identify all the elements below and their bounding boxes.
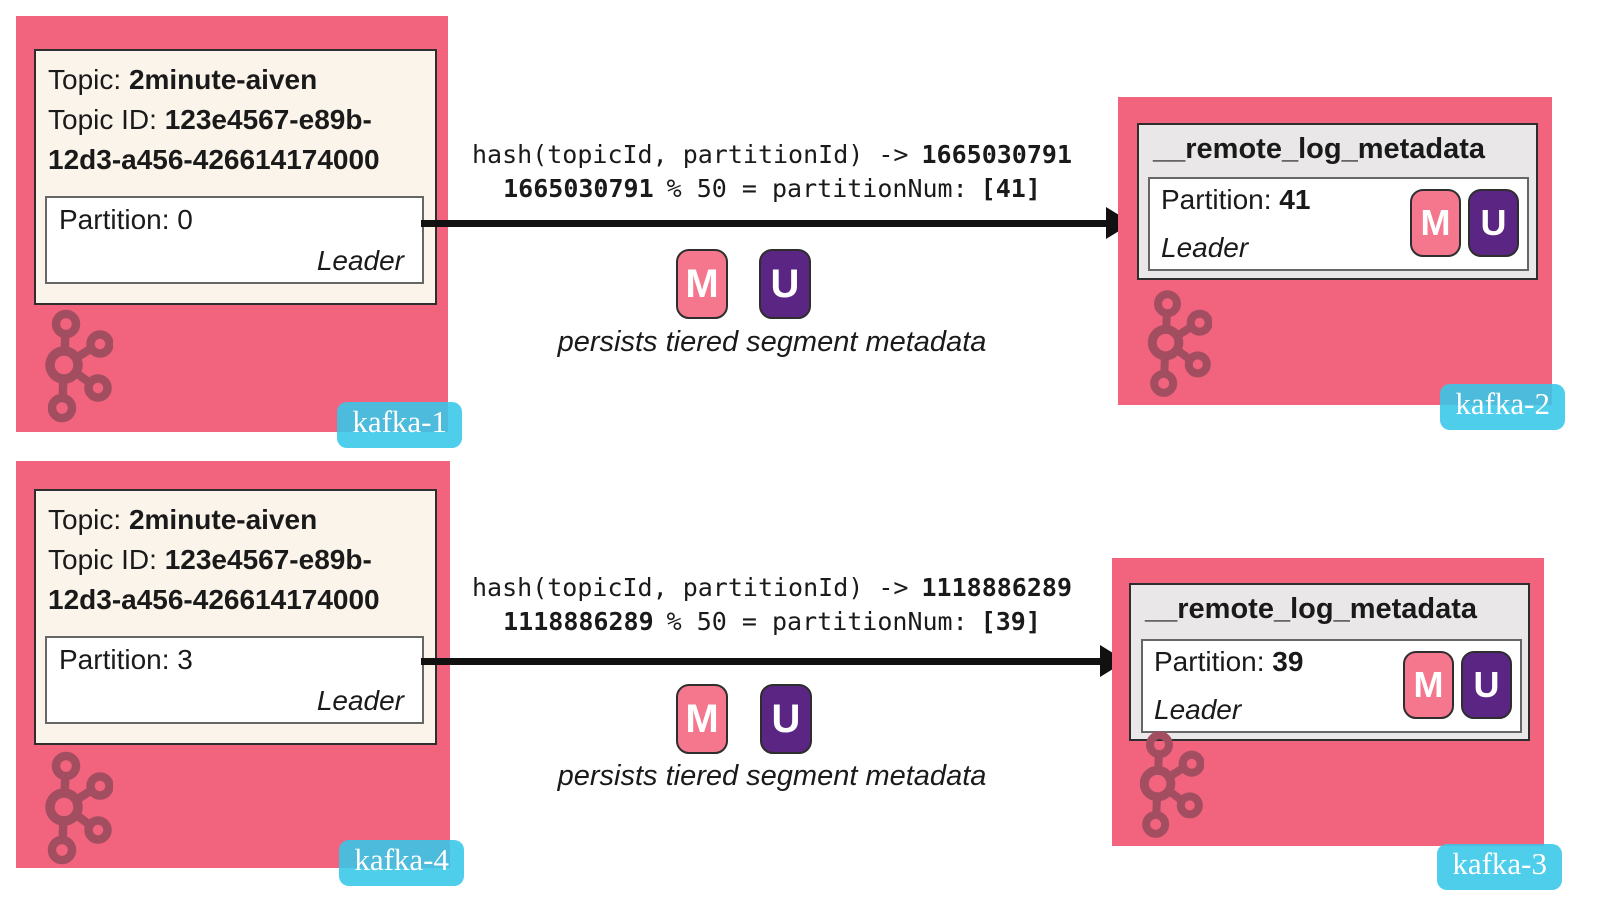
broker-name-badge: kafka-4 <box>339 840 464 886</box>
metadata-partition-box: Partition: 39 Leader M U <box>1141 639 1522 733</box>
kafka-logo-icon <box>45 751 113 865</box>
role-label: Leader <box>316 245 404 276</box>
partition-label: Partition: <box>1154 646 1265 677</box>
broker-kafka-3: __remote_log_metadata Partition: 39 Lead… <box>1112 558 1562 890</box>
partition-label: Partition: <box>59 644 170 675</box>
role-label: Leader <box>1154 694 1242 725</box>
hash-result: 1665030791 <box>921 140 1072 169</box>
kafka-logo-icon <box>1139 731 1204 838</box>
role-label: Leader <box>316 685 404 716</box>
metadata-badges: M U <box>1410 189 1519 257</box>
flow-arrow <box>421 658 1103 665</box>
metadata-topic-name: __remote_log_metadata <box>1145 593 1478 625</box>
topic-value: 2minute-aiven <box>128 504 318 535</box>
hash-expression: hash(topicId, partitionId) -> <box>471 140 909 169</box>
u-badge: U <box>759 249 811 319</box>
mod-input: 1665030791 <box>503 174 654 203</box>
partition-value: 39 <box>1272 646 1304 677</box>
partition-label: Partition: <box>59 204 170 235</box>
mod-input: 1118886289 <box>503 607 654 636</box>
metadata-topic-name: __remote_log_metadata <box>1153 133 1486 165</box>
u-badge: U <box>760 684 812 754</box>
hash-line-2: 1665030791 % 50 = partitionNum: [41] <box>440 174 1104 203</box>
hash-line-1: hash(topicId, partitionId) -> 1118886289 <box>440 573 1104 602</box>
hash-line-1: hash(topicId, partitionId) -> 1665030791 <box>440 140 1104 169</box>
topic-text: Topic: 2minute-aiven Topic ID: 123e4567-… <box>36 491 435 620</box>
partition-line: Partition: 3 <box>59 644 193 676</box>
broker-kafka-2: __remote_log_metadata Partition: 41 Lead… <box>1118 97 1565 430</box>
topic-value: 2minute-aiven <box>128 64 318 95</box>
topic-id-value: 123e4567-e89b-12d3-a456-426614174000 <box>48 544 380 615</box>
topic-text: Topic: 2minute-aiven Topic ID: 123e4567-… <box>36 51 435 180</box>
topic-card: Topic: 2minute-aiven Topic ID: 123e4567-… <box>34 489 437 745</box>
u-badge: U <box>1468 189 1519 257</box>
topic-id-value: 123e4567-e89b-12d3-a456-426614174000 <box>48 104 380 175</box>
broker-name-badge: kafka-3 <box>1437 844 1562 890</box>
flow-caption: persists tiered segment metadata <box>557 760 987 792</box>
role-label: Leader <box>1161 232 1249 263</box>
partition-line: Partition: 0 <box>59 204 193 236</box>
broker-kafka-4: Topic: 2minute-aiven Topic ID: 123e4567-… <box>16 461 464 886</box>
partition-line: Partition: 39 <box>1154 646 1303 678</box>
topic-label: Topic: <box>48 64 122 95</box>
topic-label: Topic: <box>48 504 122 535</box>
partition-line: Partition: 41 <box>1161 184 1310 216</box>
m-badge: M <box>1403 651 1454 719</box>
m-badge: M <box>1410 189 1461 257</box>
m-badge: M <box>676 249 728 319</box>
partition-label: Partition: <box>1161 184 1272 215</box>
hash-expression: hash(topicId, partitionId) -> <box>471 573 909 602</box>
broker-name-badge: kafka-1 <box>337 402 462 448</box>
flow-caption: persists tiered segment metadata <box>557 326 987 358</box>
kafka-logo-icon <box>1147 290 1212 397</box>
mod-result: [41] <box>980 174 1041 203</box>
flow-arrow <box>421 220 1109 227</box>
metadata-badges: M U <box>1403 651 1512 719</box>
topic-id-label: Topic ID: <box>48 544 157 575</box>
u-badge: U <box>1461 651 1512 719</box>
mod-expression: % 50 = partitionNum: <box>666 174 968 203</box>
topic-id-label: Topic ID: <box>48 104 157 135</box>
metadata-partition-box: Partition: 41 Leader M U <box>1148 177 1529 271</box>
partition-box: Partition: 0 Leader <box>45 196 424 284</box>
remote-log-metadata-card: __remote_log_metadata Partition: 39 Lead… <box>1129 583 1530 741</box>
partition-box: Partition: 3 Leader <box>45 636 424 724</box>
partition-value: 41 <box>1279 184 1311 215</box>
broker-kafka-1: Topic: 2minute-aiven Topic ID: 123e4567-… <box>16 16 462 448</box>
broker-name-badge: kafka-2 <box>1440 384 1565 430</box>
mod-result: [39] <box>980 607 1041 636</box>
partition-value: 3 <box>177 644 193 675</box>
partition-value: 0 <box>177 204 193 235</box>
hash-line-2: 1118886289 % 50 = partitionNum: [39] <box>440 607 1104 636</box>
hash-result: 1118886289 <box>921 573 1072 602</box>
topic-card: Topic: 2minute-aiven Topic ID: 123e4567-… <box>34 49 437 305</box>
mod-expression: % 50 = partitionNum: <box>666 607 968 636</box>
remote-log-metadata-card: __remote_log_metadata Partition: 41 Lead… <box>1137 123 1538 280</box>
kafka-logo-icon <box>45 309 113 423</box>
m-badge: M <box>676 684 728 754</box>
